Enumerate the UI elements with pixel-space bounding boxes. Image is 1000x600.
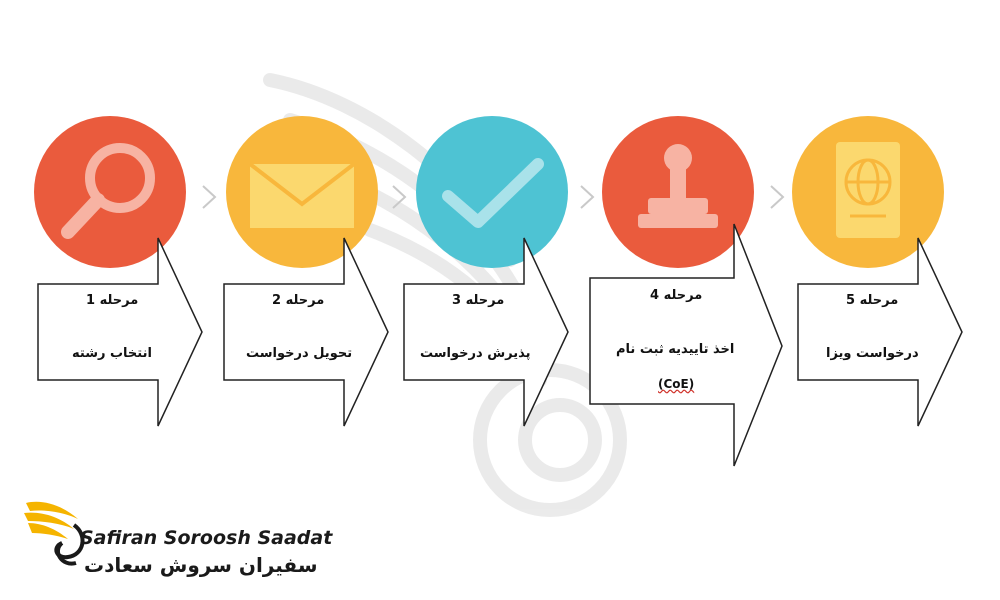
chevron-right-icon: [768, 184, 786, 210]
step-4-desc: اخذ تاییدیه ثبت نام: [616, 342, 735, 357]
step-4-coe: (CoE): [658, 377, 695, 391]
envelope-icon: [248, 162, 356, 228]
brand-name-fa: سفیران سروش سعادت: [84, 553, 318, 577]
step-4-title: مرحله 4: [650, 288, 703, 303]
step-3-desc: پذیرش درخواست: [420, 346, 531, 361]
step-5-desc: درخواست ویزا: [826, 346, 919, 361]
step-1-desc: انتخاب رشته: [72, 346, 152, 361]
checkmark-icon: [442, 158, 544, 228]
brand-logo-icon: [24, 501, 85, 566]
step-2-desc: تحویل درخواست: [246, 346, 353, 361]
step-2-title: مرحله 2: [272, 293, 325, 308]
step-5-circle: [792, 116, 944, 268]
step-3-circle: [416, 116, 568, 268]
step-4-circle: [602, 116, 754, 268]
step-5-title: مرحله 5: [846, 293, 899, 308]
step-1-title: مرحله 1: [86, 293, 139, 308]
stamp-icon: [638, 144, 718, 228]
chevron-right-icon: [390, 184, 408, 210]
magnifier-icon: [61, 143, 155, 239]
passport-icon: [836, 142, 900, 238]
chevron-right-icon: [200, 184, 218, 210]
brand-name-en: Safiran Soroosh Saadat: [80, 527, 333, 549]
chevron-right-icon: [578, 184, 596, 210]
step-2-circle: [226, 116, 378, 268]
step-3-title: مرحله 3: [452, 293, 505, 308]
